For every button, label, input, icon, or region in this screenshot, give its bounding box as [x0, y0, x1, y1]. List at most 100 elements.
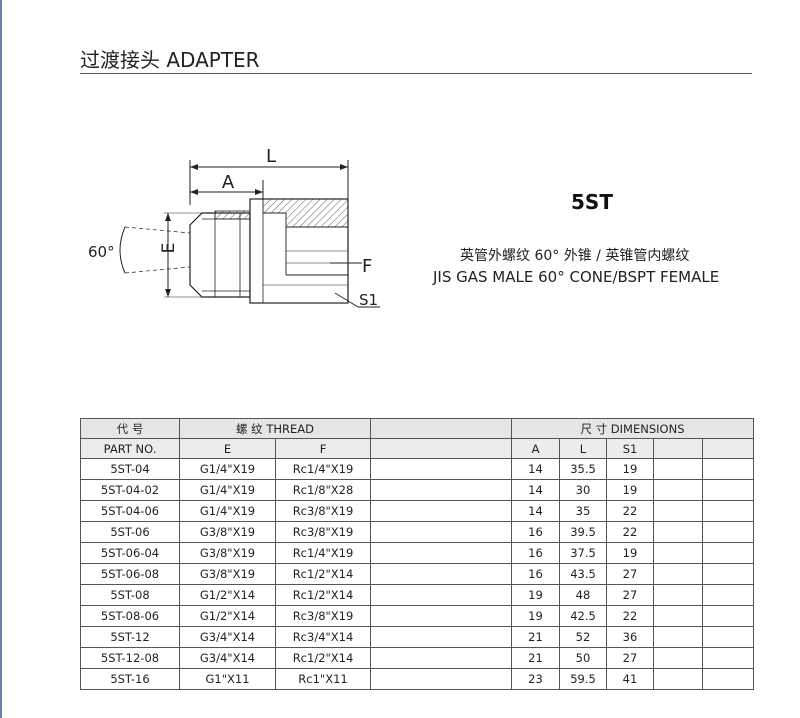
- dim-label-l: L: [266, 146, 276, 167]
- cell-part-no: 5ST-04: [80, 458, 180, 480]
- cell-a: 14: [511, 458, 560, 480]
- cell-e: G1"X11: [179, 668, 276, 690]
- cell-f: Rc1/2"X14: [275, 647, 371, 669]
- cell-blank: [370, 500, 512, 522]
- cell-f: Rc1"X11: [275, 668, 371, 690]
- cell-blank: [702, 584, 754, 606]
- cell-blank: [653, 605, 703, 627]
- cell-blank: [653, 626, 703, 648]
- cell-s1: 27: [606, 584, 654, 606]
- cell-l: 59.5: [559, 668, 607, 690]
- page-title: 过渡接头 ADAPTER: [80, 48, 260, 72]
- cell-l: 43.5: [559, 563, 607, 585]
- cell-s1: 19: [606, 479, 654, 501]
- cell-blank: [370, 584, 512, 606]
- cell-part-no: 5ST-16: [80, 668, 180, 690]
- cell-blank: [370, 458, 512, 480]
- product-description-en: JIS GAS MALE 60° CONE/BSPT FEMALE: [433, 268, 720, 286]
- header-blank-2: [370, 438, 512, 459]
- cell-blank: [702, 521, 754, 543]
- adapter-drawing: L A 60° E F S1: [88, 146, 380, 309]
- cell-s1: 36: [606, 626, 654, 648]
- cell-f: Rc3/8"X19: [275, 605, 371, 627]
- cell-part-no: 5ST-06-04: [80, 542, 180, 564]
- header-code: 代 号: [80, 418, 180, 439]
- dim-label-a: A: [222, 172, 235, 193]
- cell-f: Rc1/4"X19: [275, 542, 371, 564]
- cell-a: 19: [511, 584, 560, 606]
- cell-l: 52: [559, 626, 607, 648]
- product-description-cn: 英管外螺纹 60° 外锥 / 英锥管内螺纹: [460, 248, 690, 264]
- cell-l: 37.5: [559, 542, 607, 564]
- cell-s1: 22: [606, 521, 654, 543]
- cell-l: 35.5: [559, 458, 607, 480]
- title-divider: [80, 73, 752, 74]
- cell-blank: [370, 563, 512, 585]
- cell-f: Rc3/8"X19: [275, 500, 371, 522]
- cell-blank: [702, 458, 754, 480]
- header-thread: 螺 纹 THREAD: [179, 418, 371, 439]
- cell-a: 21: [511, 626, 560, 648]
- product-code: 5ST: [571, 190, 613, 214]
- cell-part-no: 5ST-08-06: [80, 605, 180, 627]
- header-blank: [370, 418, 512, 439]
- cell-a: 23: [511, 668, 560, 690]
- cell-s1: 22: [606, 605, 654, 627]
- cell-blank: [653, 542, 703, 564]
- header-a: A: [511, 438, 560, 459]
- cell-part-no: 5ST-12-08: [80, 647, 180, 669]
- header-l: L: [559, 438, 607, 459]
- cell-part-no: 5ST-12: [80, 626, 180, 648]
- cell-part-no: 5ST-06-08: [80, 563, 180, 585]
- cell-blank: [370, 626, 512, 648]
- cell-a: 16: [511, 521, 560, 543]
- cell-e: G3/4"X14: [179, 626, 276, 648]
- cell-part-no: 5ST-06: [80, 521, 180, 543]
- cell-e: G1/2"X14: [179, 605, 276, 627]
- cell-part-no: 5ST-04-02: [80, 479, 180, 501]
- cell-blank: [653, 584, 703, 606]
- cell-l: 48: [559, 584, 607, 606]
- cell-blank: [702, 542, 754, 564]
- angle-label: 60°: [88, 243, 115, 261]
- cell-f: Rc3/8"X19: [275, 521, 371, 543]
- dim-label-e: E: [159, 243, 179, 254]
- cell-s1: 22: [606, 500, 654, 522]
- header-part-no: PART NO.: [80, 438, 180, 459]
- cell-s1: 27: [606, 647, 654, 669]
- table-header-row: 代 号 螺 纹 THREAD 尺 寸 DIMENSIONS: [80, 418, 754, 439]
- cell-a: 21: [511, 647, 560, 669]
- cell-blank: [653, 521, 703, 543]
- cell-e: G3/8"X19: [179, 563, 276, 585]
- cell-a: 14: [511, 500, 560, 522]
- cell-f: Rc1/2"X14: [275, 584, 371, 606]
- cell-a: 14: [511, 479, 560, 501]
- cell-blank: [370, 647, 512, 669]
- cell-part-no: 5ST-08: [80, 584, 180, 606]
- cell-blank: [370, 668, 512, 690]
- cell-blank: [653, 500, 703, 522]
- cell-part-no: 5ST-04-06: [80, 500, 180, 522]
- cell-a: 16: [511, 542, 560, 564]
- cell-blank: [370, 479, 512, 501]
- cell-blank: [702, 647, 754, 669]
- cell-blank: [702, 563, 754, 585]
- cell-e: G3/4"X14: [179, 647, 276, 669]
- cell-blank: [653, 668, 703, 690]
- dim-label-s1: S1: [359, 291, 378, 309]
- cell-s1: 27: [606, 563, 654, 585]
- cell-blank: [702, 626, 754, 648]
- cell-e: G3/8"X19: [179, 521, 276, 543]
- cell-s1: 19: [606, 542, 654, 564]
- cell-a: 16: [511, 563, 560, 585]
- cell-blank: [653, 479, 703, 501]
